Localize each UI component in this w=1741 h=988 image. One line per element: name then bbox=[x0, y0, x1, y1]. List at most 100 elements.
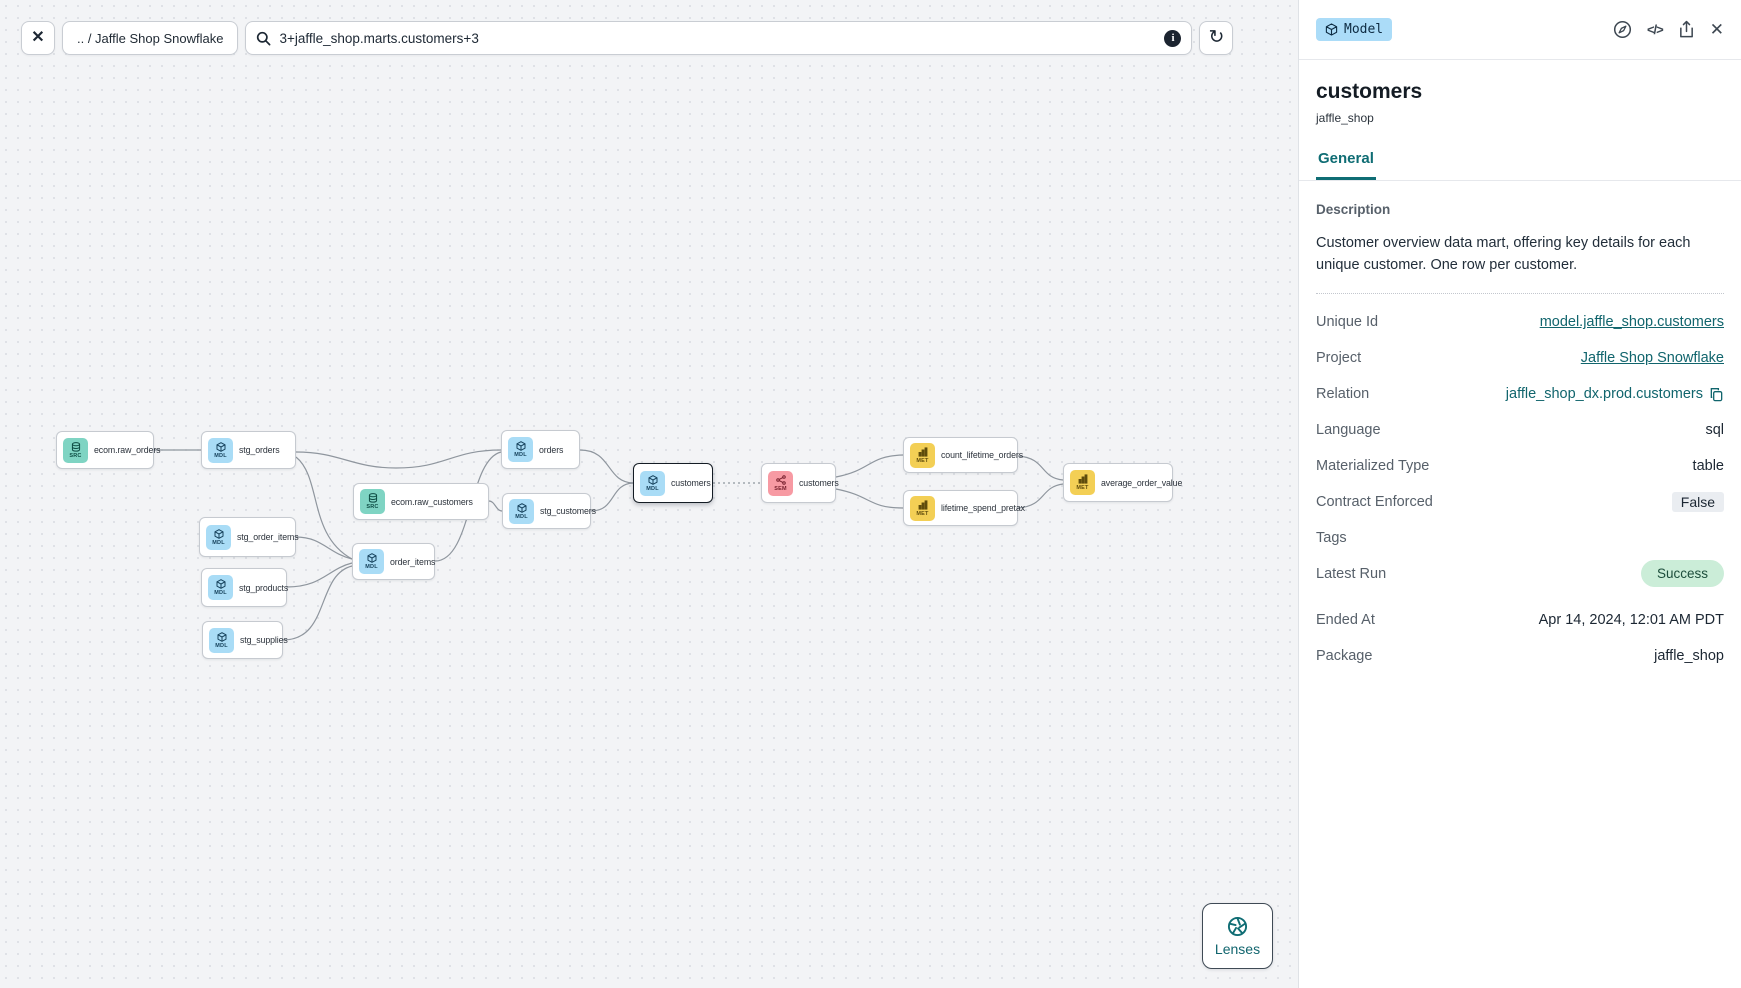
node-label: stg_orders bbox=[239, 445, 280, 455]
graph-node-lifetime_spend_pretax[interactable]: MET lifetime_spend_pretax bbox=[903, 490, 1025, 526]
node-type-chip: MDL bbox=[208, 575, 233, 600]
metric-icon bbox=[918, 446, 927, 457]
node-kind-label: MDL bbox=[215, 642, 228, 649]
copy-icon[interactable] bbox=[1709, 387, 1724, 402]
field-value: jaffle_shop bbox=[1654, 648, 1724, 665]
lenses-label: Lenses bbox=[1214, 940, 1261, 957]
resource-type-badge: Model bbox=[1316, 18, 1393, 41]
node-kind-label: MDL bbox=[212, 539, 225, 546]
field-label: Language bbox=[1316, 422, 1381, 439]
tab-general[interactable]: General bbox=[1316, 150, 1376, 180]
lineage-search-box[interactable]: i bbox=[245, 21, 1193, 55]
share-button[interactable] bbox=[1678, 20, 1695, 39]
field-label: Contract Enforced bbox=[1316, 494, 1433, 511]
field-value: table bbox=[1692, 458, 1724, 475]
breadcrumb[interactable]: .. / Jaffle Shop Snowflake bbox=[62, 21, 239, 55]
field-row-materialized-type: Materialized Type table bbox=[1316, 455, 1724, 477]
source-icon bbox=[71, 441, 80, 452]
node-label: stg_supplies bbox=[240, 635, 288, 645]
node-kind-label: MET bbox=[1076, 485, 1089, 491]
details-panel: Model </> ✕ bbox=[1298, 0, 1741, 988]
model-icon bbox=[216, 441, 225, 452]
node-kind-label: MDL bbox=[214, 452, 227, 459]
edge-stg_order_items-to-order_items bbox=[295, 536, 353, 560]
graph-node-stg_customers[interactable]: MDL stg_customers bbox=[502, 493, 596, 529]
node-label: stg_customers bbox=[540, 506, 596, 516]
field-label: Materialized Type bbox=[1316, 458, 1430, 475]
node-type-chip: MET bbox=[910, 495, 935, 521]
divider bbox=[1316, 293, 1724, 295]
close-icon: ✕ bbox=[31, 29, 45, 46]
panel-header-actions: </> ✕ bbox=[1613, 20, 1724, 39]
field-value: Apr 14, 2024, 12:01 AM PDT bbox=[1538, 612, 1724, 629]
lenses-icon bbox=[1227, 916, 1248, 936]
refresh-button[interactable]: ↻ bbox=[1199, 21, 1234, 55]
lineage-toolbar: ✕ .. / Jaffle Shop Snowflake i ↻ bbox=[21, 21, 1234, 55]
edge-customers_sem-to-lifetime_spend_pretax bbox=[835, 488, 904, 509]
info-icon[interactable]: i bbox=[1164, 29, 1182, 47]
node-kind-label: MDL bbox=[646, 485, 659, 492]
edge-stg_customers-to-customers bbox=[590, 482, 634, 512]
field-value: Success bbox=[1640, 560, 1724, 588]
edge-stg_orders-to-orders bbox=[295, 449, 502, 469]
field-value[interactable]: model.jaffle_shop.customers bbox=[1539, 314, 1724, 331]
node-kind-label: SRC bbox=[366, 504, 379, 510]
share-icon bbox=[1679, 20, 1693, 38]
node-label: lifetime_spend_pretax bbox=[941, 503, 1025, 513]
edge-stg_orders-to-order_items bbox=[295, 456, 353, 560]
node-kind-label: MET bbox=[916, 510, 929, 517]
lenses-button[interactable]: Lenses bbox=[1202, 903, 1273, 969]
model-icon bbox=[214, 528, 223, 539]
node-label: customers bbox=[799, 478, 839, 488]
field-value[interactable]: Jaffle Shop Snowflake bbox=[1580, 350, 1724, 367]
metric-icon bbox=[1078, 474, 1087, 484]
refresh-icon: ↻ bbox=[1208, 26, 1225, 48]
node-kind-label: MET bbox=[916, 457, 929, 464]
graph-node-stg_orders[interactable]: MDL stg_orders bbox=[201, 431, 296, 469]
edge-customers_sem-to-count_lifetime_orders bbox=[835, 454, 904, 478]
field-value[interactable]: jaffle_shop_dx.prod.customers bbox=[1506, 386, 1724, 402]
view-code-button[interactable]: </> bbox=[1647, 22, 1664, 37]
close-icon: ✕ bbox=[1709, 20, 1724, 39]
node-label: ecom.raw_customers bbox=[391, 496, 473, 507]
source-icon bbox=[368, 493, 377, 503]
node-type-chip: MDL bbox=[509, 498, 534, 524]
model-icon bbox=[648, 474, 657, 485]
page-title: customers bbox=[1316, 80, 1423, 103]
edge-stg_supplies-to-order_items bbox=[282, 565, 353, 641]
node-type-chip: MDL bbox=[206, 524, 231, 550]
node-kind-label: MDL bbox=[365, 564, 378, 570]
graph-node-stg_supplies[interactable]: MDL stg_supplies bbox=[202, 621, 288, 659]
semantic-icon bbox=[775, 474, 786, 485]
relation-text: jaffle_shop_dx.prod.customers bbox=[1505, 386, 1703, 403]
graph-node-ecom.raw_customers[interactable]: SRC ecom.raw_customers bbox=[353, 483, 489, 520]
node-kind-label: MDL bbox=[515, 513, 528, 520]
node-type-chip: MET bbox=[910, 442, 935, 468]
package-subtitle: jaffle_shop bbox=[1316, 111, 1374, 125]
panel-tabbar: General bbox=[1299, 150, 1741, 181]
explore-lineage-button[interactable] bbox=[1613, 20, 1632, 39]
model-icon bbox=[216, 579, 225, 589]
model-icon bbox=[367, 553, 376, 563]
graph-node-customers_sem[interactable]: SEM customers bbox=[761, 463, 839, 503]
node-kind-label: SEM bbox=[774, 485, 787, 492]
close-lineage-button[interactable]: ✕ bbox=[21, 21, 55, 55]
field-label: Tags bbox=[1316, 530, 1347, 547]
close-panel-button[interactable]: ✕ bbox=[1710, 21, 1724, 38]
search-input[interactable] bbox=[279, 30, 1157, 46]
node-type-chip: MDL bbox=[208, 437, 233, 463]
